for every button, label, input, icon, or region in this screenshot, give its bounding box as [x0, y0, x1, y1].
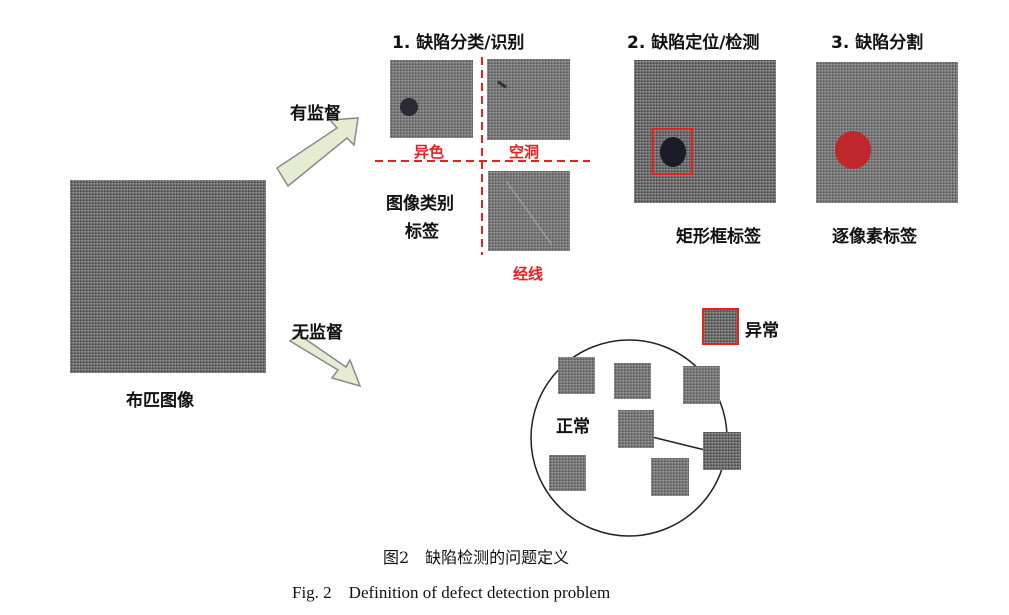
defect-warp-sample: [488, 171, 570, 251]
outlier-connector: [651, 436, 706, 451]
hole-mark-icon: [497, 80, 507, 89]
task1-title: 1. 缺陷分类/识别: [392, 33, 525, 53]
supervised-label: 有监督: [290, 104, 341, 124]
pixel-label: 逐像素标签: [832, 227, 917, 247]
fabric-image-label: 布匹图像: [126, 391, 194, 411]
normal-label: 正常: [556, 417, 590, 437]
normal-sample: [549, 455, 586, 491]
fabric-image: [70, 180, 266, 373]
anomaly-sample: [702, 308, 739, 345]
task3-title: 3. 缺陷分割: [831, 33, 924, 53]
figure-caption-cn: 图2 缺陷检测的问题定义: [383, 548, 570, 567]
image-class-label-line2: 标签: [405, 222, 439, 242]
normal-sample: [651, 458, 689, 496]
warp-line-icon: [505, 180, 553, 246]
unsupervised-arrow-icon: [288, 333, 362, 388]
dark-defect-icon: [660, 137, 686, 167]
normal-sample: [618, 410, 654, 448]
red-segmentation-mask: [835, 131, 871, 169]
defect-hole-sample: [487, 59, 570, 140]
segmentation-sample: [816, 62, 958, 203]
task2-title: 2. 缺陷定位/检测: [627, 33, 760, 53]
normal-sample: [558, 357, 595, 394]
defect-warp-label: 经线: [513, 265, 544, 283]
image-class-label-line1: 图像类别: [386, 194, 454, 214]
anomaly-label: 异常: [745, 321, 779, 341]
outlier-sample: [703, 432, 741, 470]
detection-bounding-box: [652, 128, 693, 175]
defect-color-sample: [390, 60, 473, 138]
normal-sample: [683, 366, 720, 404]
defect-color-label: 异色: [414, 143, 445, 161]
defect-hole-label: 空洞: [509, 143, 540, 161]
unsupervised-label: 无监督: [292, 323, 343, 343]
supervised-arrow-icon: [275, 117, 359, 188]
figure-caption-en: Fig. 2 Definition of defect detection pr…: [292, 583, 611, 602]
normal-sample: [614, 363, 651, 399]
bbox-label: 矩形框标签: [676, 227, 761, 247]
dark-spot-icon: [400, 98, 418, 116]
detection-sample: [634, 60, 776, 203]
